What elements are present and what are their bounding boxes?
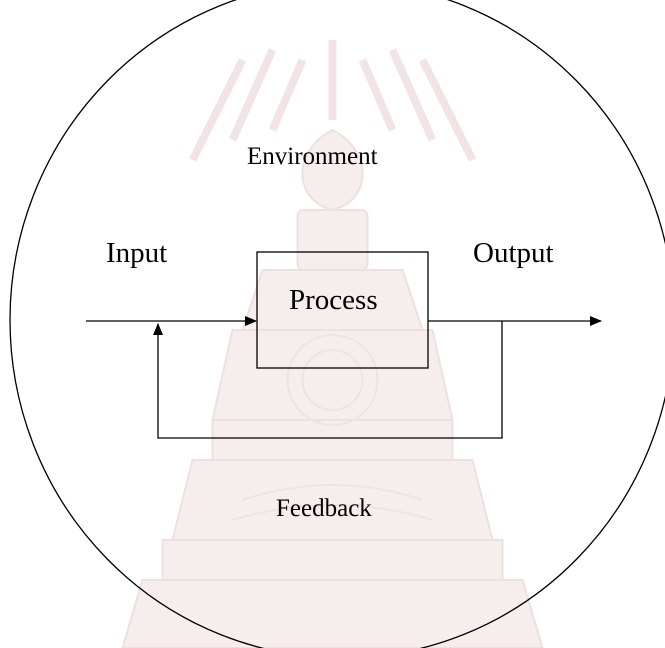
environment-label: Environment xyxy=(247,143,378,170)
output-label: Output xyxy=(473,237,554,269)
process-label: Process xyxy=(289,284,378,316)
environment-boundary-circle xyxy=(9,0,665,648)
input-label: Input xyxy=(106,237,168,269)
process-box xyxy=(256,251,429,369)
feedback-loop-arrow xyxy=(153,321,503,439)
feedback-label: Feedback xyxy=(276,495,372,522)
